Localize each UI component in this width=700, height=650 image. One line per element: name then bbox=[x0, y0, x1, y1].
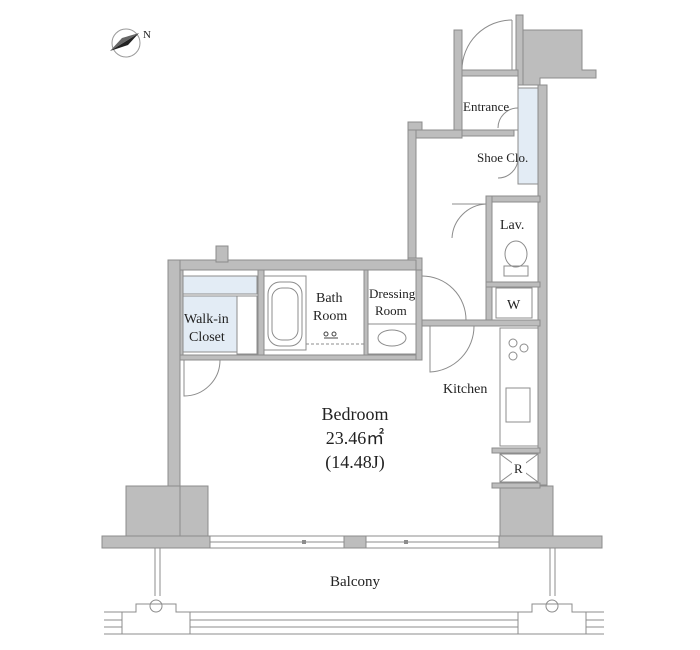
balcony-label: Balcony bbox=[330, 574, 380, 590]
walkin-label-line2: Closet bbox=[189, 330, 225, 345]
lavatory-label: Lav. bbox=[500, 218, 524, 233]
washer-label: W bbox=[507, 298, 521, 313]
kitchen-label: Kitchen bbox=[443, 382, 487, 397]
bedroom-jo: (14.48J) bbox=[325, 452, 385, 473]
balcony: Balcony bbox=[104, 548, 604, 635]
bath-label-line1: Bath bbox=[316, 291, 342, 306]
walk-in-closet: Walk-in Closet bbox=[182, 275, 258, 397]
compass-label: N bbox=[143, 29, 151, 41]
bath-label-line2: Room bbox=[313, 309, 347, 324]
refrigerator-space: R bbox=[499, 453, 539, 483]
stove-icon bbox=[508, 338, 529, 361]
faucet-icon bbox=[323, 331, 338, 339]
bedroom-label: Bedroom bbox=[322, 404, 389, 424]
exterior-walls bbox=[101, 14, 603, 549]
bedroom: Bedroom 23.46㎡ (14.48J) bbox=[322, 404, 389, 473]
bathtub-icon bbox=[267, 281, 303, 347]
lavatory: Lav. bbox=[451, 201, 539, 283]
shoe-closet-label: Shoe Clo. bbox=[477, 150, 528, 165]
sink-icon bbox=[505, 387, 531, 423]
dressing-label-line1: Dressing bbox=[369, 286, 416, 301]
entrance-area: Entrance Shoe Clo. bbox=[461, 19, 539, 185]
walkin-label-line1: Walk-in bbox=[184, 312, 229, 327]
entrance-label: Entrance bbox=[463, 99, 509, 114]
kitchen: Kitchen bbox=[429, 325, 539, 447]
north-arrow-icon: N bbox=[110, 28, 151, 58]
toilet-icon bbox=[503, 240, 529, 277]
bath-room: Bath Room bbox=[263, 275, 364, 351]
refrigerator-label: R bbox=[514, 461, 523, 476]
washer-space: W bbox=[421, 275, 533, 321]
washbasin-icon bbox=[377, 329, 407, 347]
dressing-label-line2: Room bbox=[375, 303, 407, 318]
dressing-room: Dressing Room bbox=[367, 286, 417, 355]
bedroom-area: 23.46㎡ bbox=[326, 427, 385, 448]
